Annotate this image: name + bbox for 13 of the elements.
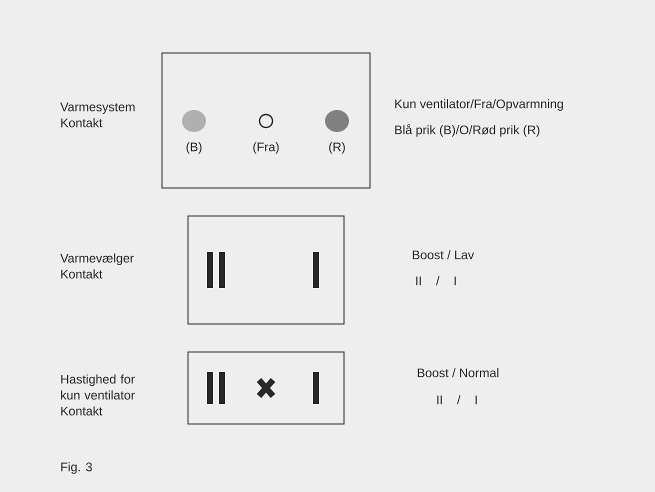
- switch-label: Hastighed for kun ventilator Kontakt: [61, 374, 135, 416]
- position-label: (Fra): [253, 142, 279, 154]
- setting-description: Blå prik (B)/O/Rød prik (R): [395, 124, 540, 137]
- setting-symbols: II / I: [437, 395, 477, 404]
- setting-description: Boost / Normal: [418, 368, 498, 378]
- setting-description: Kun ventilator/Fra/Opvarmning: [395, 99, 563, 111]
- position-label: (R): [329, 142, 345, 154]
- switch-label: Varmesystem Kontakt: [60, 102, 135, 128]
- figure-caption: Fig. 3: [61, 462, 92, 474]
- setting-description: Boost / Lav: [412, 250, 474, 260]
- switch-label: Varmevælger Kontakt: [60, 253, 134, 279]
- position-label: (B): [186, 142, 202, 154]
- setting-symbols: II / I: [416, 276, 456, 286]
